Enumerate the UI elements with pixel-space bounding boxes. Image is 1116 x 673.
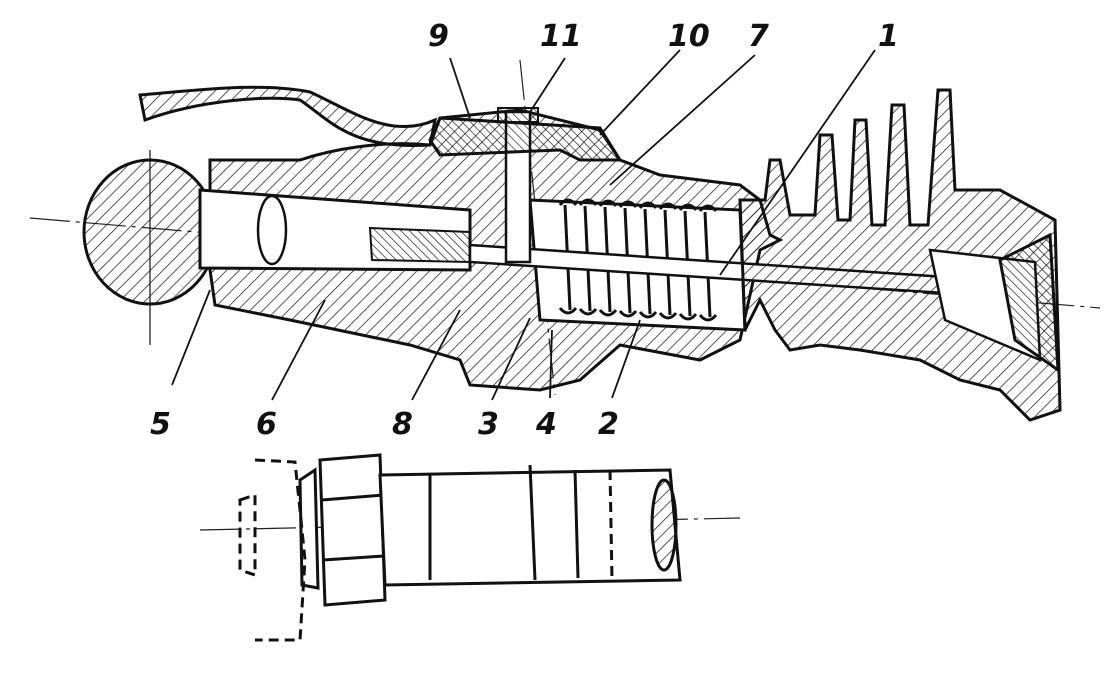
bolt-nut <box>318 453 387 607</box>
leader-5 <box>171 289 211 386</box>
label-9: 9 <box>428 19 449 54</box>
label-7: 7 <box>748 19 769 54</box>
leader-7 <box>609 54 756 186</box>
label-10: 10 <box>668 19 710 54</box>
cap <box>428 116 623 162</box>
cam-ball <box>82 150 218 345</box>
leader-6 <box>271 299 326 401</box>
leader-1 <box>719 49 876 276</box>
label-6: 6 <box>256 407 277 442</box>
bolt-shank <box>378 468 682 587</box>
label-11: 11 <box>540 19 582 54</box>
bolt-ghost-outline <box>238 458 614 642</box>
leader-9 <box>449 57 471 119</box>
rocker-arm <box>138 85 438 148</box>
cylinder-head <box>738 88 1062 422</box>
label-8: 8 <box>392 407 413 442</box>
adjusting-bolt <box>238 453 682 642</box>
leader-11 <box>529 57 566 113</box>
label-4: 4 <box>536 407 557 442</box>
leader-4 <box>549 329 553 399</box>
leader-8 <box>411 309 461 401</box>
leader-10 <box>599 49 681 136</box>
label-2: 2 <box>598 407 619 442</box>
label-3: 3 <box>478 407 499 442</box>
guide-bore <box>198 188 472 272</box>
leader-3 <box>491 317 531 401</box>
leader-2 <box>611 319 641 399</box>
label-1: 1 <box>878 19 899 54</box>
label-5: 5 <box>150 407 171 442</box>
leader-lines <box>171 49 876 401</box>
